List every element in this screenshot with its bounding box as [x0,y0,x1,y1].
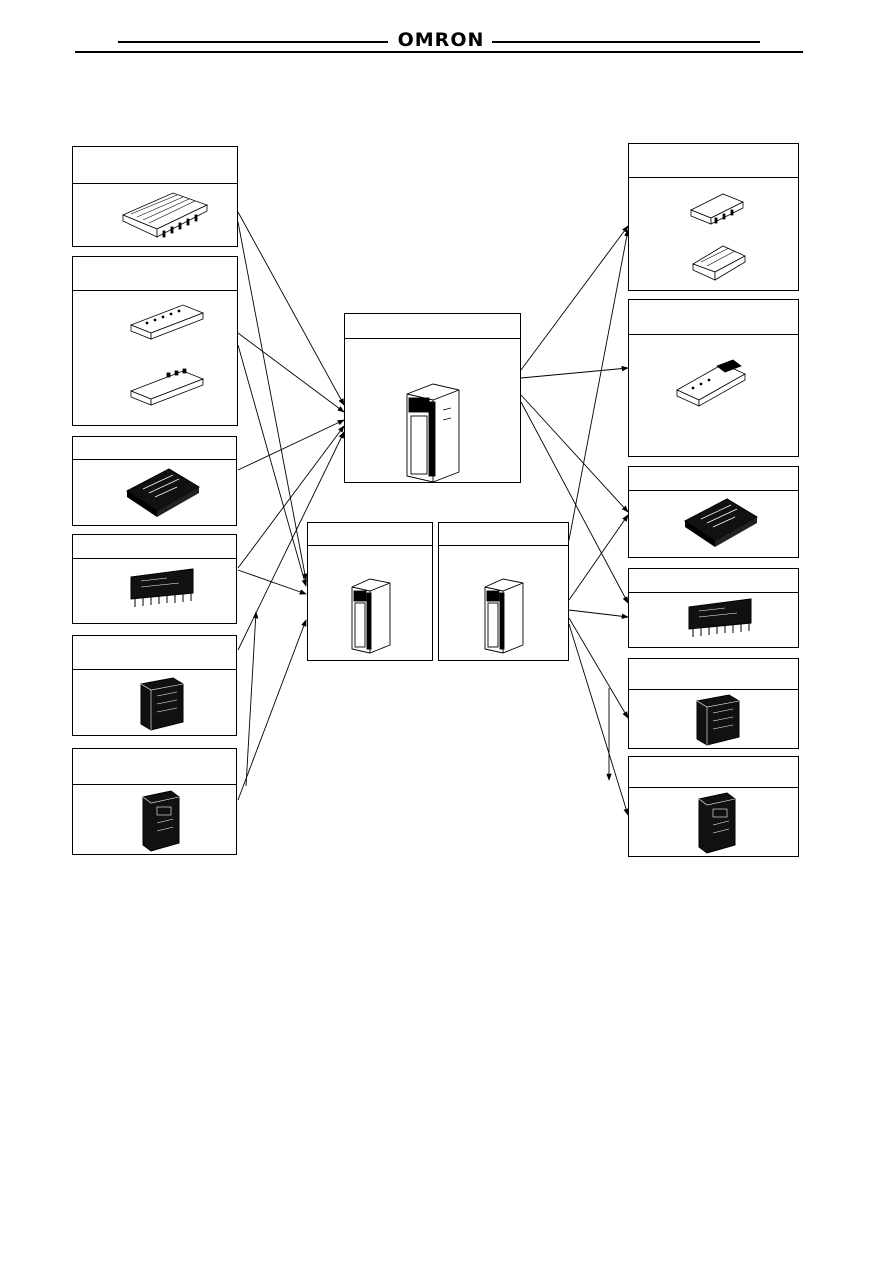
box-title-bar [73,636,236,670]
box-title-bar [629,659,798,690]
terminal-block-icon [690,193,744,225]
connector-block-icon [129,304,205,340]
terminal-block-icon [692,245,746,281]
header-rule-left [118,41,388,43]
flat-module-icon [698,792,736,854]
plc-unit-icon [351,578,391,654]
pin-module-icon [688,598,752,637]
header-rule-right [492,41,760,43]
box-title-bar [73,257,237,291]
terminal-block-icon [121,192,209,238]
box-title-bar [73,147,237,184]
flat-module-icon [140,677,184,731]
left-box-flat-module [72,635,237,736]
box-title-bar [308,523,432,546]
left-box-connector-blocks [72,256,238,426]
right-box-flat-module-vertical [628,756,799,857]
plc-unit-icon [406,383,460,483]
center-box-main-unit [344,313,521,483]
wire [237,344,307,587]
connector-block-icon [676,359,746,407]
header-rule-bottom [75,51,803,53]
omron-logo: OMRON [397,29,485,51]
box-title-bar [439,523,568,546]
left-box-slim-module [72,436,237,526]
box-title-bar [73,535,236,559]
left-box-terminal-block [72,146,238,247]
wire [568,623,629,816]
box-title-bar [629,467,798,491]
box-title-bar [629,144,798,178]
center-box-right-unit [438,522,569,661]
right-box-pin-module [628,568,799,648]
wire [237,619,307,801]
wire [520,394,629,513]
box-title-bar [629,569,798,593]
right-box-terminal-blocks [628,143,799,291]
box-title-bar [73,437,236,460]
box-title-bar [629,757,798,788]
right-box-flat-module [628,658,799,749]
right-box-slim-module [628,466,799,558]
left-box-pin-module [72,534,237,624]
wire [237,332,345,413]
connector-block-icon [129,368,205,406]
wire [237,419,345,471]
wire [237,569,307,595]
left-box-flat-module-vertical [72,748,237,855]
flat-module-icon [142,790,180,852]
wire [520,225,629,371]
box-title-bar [345,314,520,339]
slim-io-module-icon [126,468,200,517]
wire [568,617,629,719]
wire [568,229,630,541]
wire [237,425,345,569]
wire [520,401,629,604]
flat-module-icon [696,694,740,746]
wire [520,365,629,379]
wire [568,514,629,601]
box-title-bar [629,300,798,335]
plc-unit-icon [484,578,524,654]
box-title-bar [73,749,236,785]
wire [568,609,629,619]
wire [237,221,308,581]
wire [237,211,345,406]
slim-io-module-icon [684,498,758,547]
right-box-connector-block [628,299,799,457]
pin-module-icon [130,568,194,607]
center-box-left-unit [307,522,433,661]
wire [245,611,259,787]
